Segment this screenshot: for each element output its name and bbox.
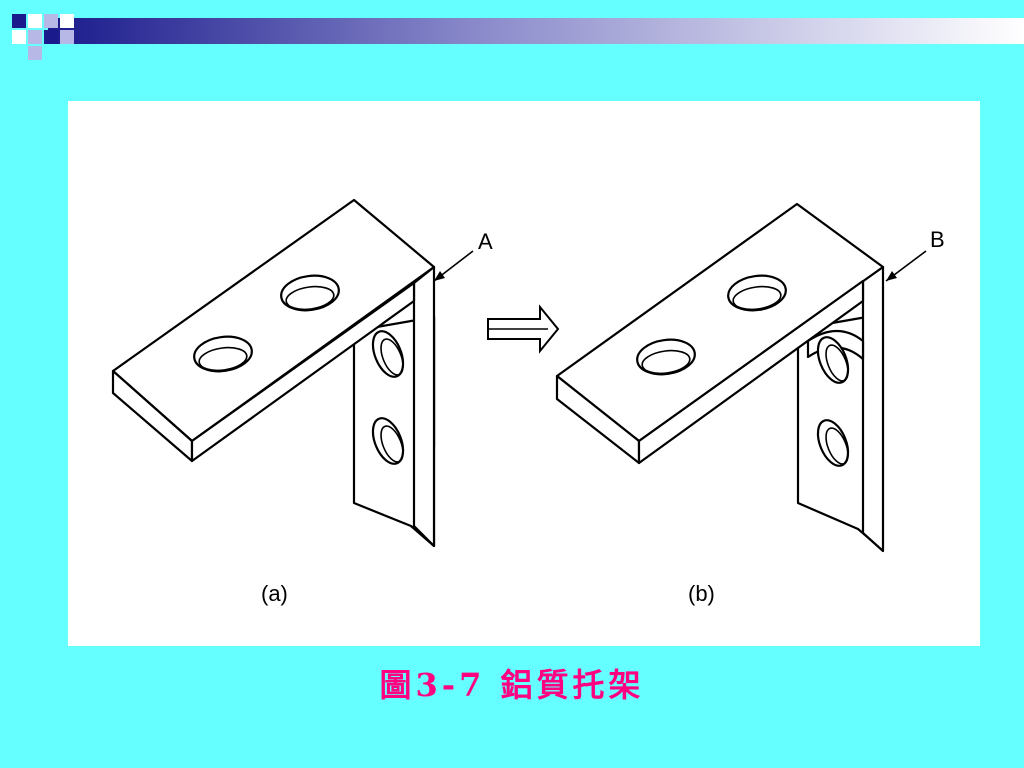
- title-bar-decoration: [12, 14, 1024, 60]
- bracket-a-hole-1: [193, 335, 253, 373]
- bracket-a-hole-4: [371, 417, 405, 465]
- title-gradient-bar: [48, 18, 1024, 44]
- bracket-b-side-face: [637, 279, 865, 465]
- bracket-a-leg-edge: [412, 265, 436, 548]
- checker-squares-icon: [12, 14, 74, 60]
- bracket-diagram: A: [111, 198, 945, 606]
- bracket-a-hole-3: [371, 330, 405, 378]
- bracket-b-hole-4: [816, 419, 850, 467]
- bracket-b-leg-edge: [861, 265, 885, 553]
- bracket-b-hole-2: [727, 274, 787, 312]
- marker-b-label: B: [930, 227, 945, 252]
- marker-a-label: A: [478, 229, 493, 254]
- bracket-b: [555, 202, 885, 553]
- marker-a-leader: [433, 250, 474, 282]
- bracket-a-hole-2: [280, 274, 340, 312]
- subfigure-b-label: (b): [688, 581, 715, 606]
- bracket-a: [111, 198, 436, 548]
- bracket-b-hole-3: [816, 336, 850, 384]
- bracket-b-hole-1: [636, 338, 696, 376]
- figure-caption: 圖3-7 鋁質托架: [379, 666, 645, 704]
- figure-panel: A: [68, 101, 980, 646]
- subfigure-a-label: (a): [261, 581, 288, 606]
- bracket-a-side-face: [190, 281, 416, 463]
- transform-arrow-icon: [487, 304, 560, 354]
- marker-b-leader: [885, 250, 927, 282]
